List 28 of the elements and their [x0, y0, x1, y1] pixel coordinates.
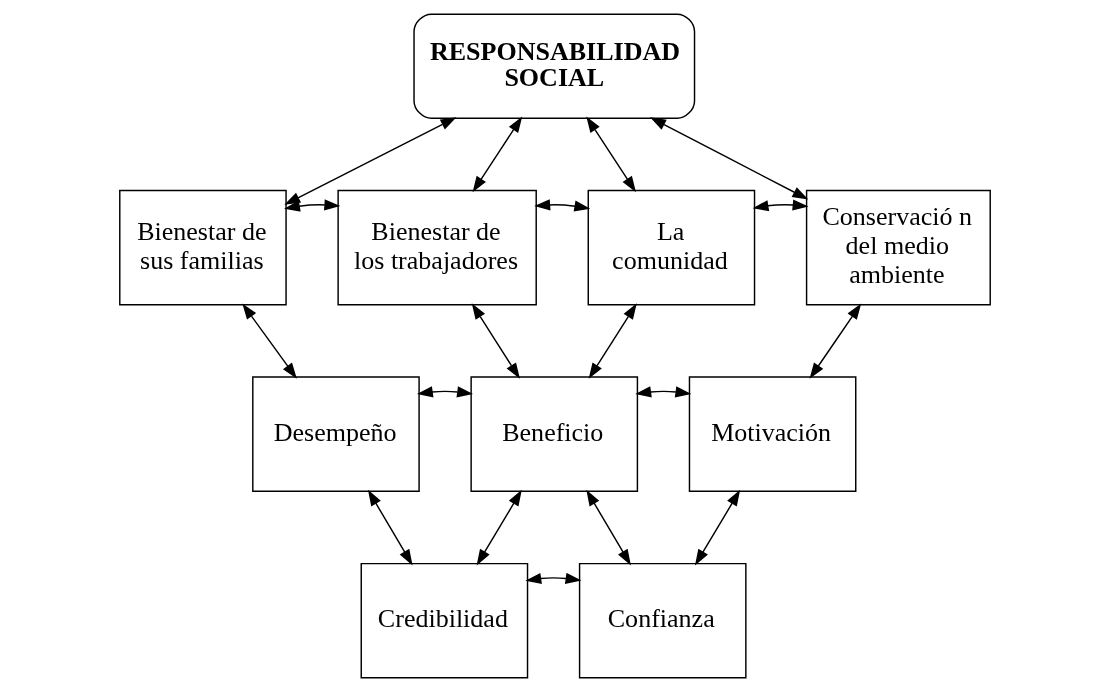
- node-box: Conservació n del medio ambiente: [805, 189, 991, 306]
- arrow: [634, 386, 691, 398]
- node-box: Confianza: [578, 562, 747, 679]
- arrow: [585, 489, 631, 566]
- arrow: [809, 303, 861, 379]
- arrow: [283, 199, 340, 212]
- arrow: [585, 116, 636, 193]
- arrow: [471, 303, 520, 379]
- arrow: [694, 489, 740, 566]
- node-box: Motivación: [688, 376, 856, 493]
- arrow: [367, 489, 413, 566]
- arrow: [476, 489, 522, 566]
- node-box: RESPONSABILIDAD SOCIAL: [412, 13, 695, 119]
- arrow: [533, 199, 590, 212]
- arrow: [416, 386, 473, 398]
- arrow: [588, 303, 637, 379]
- arrow: [752, 199, 809, 212]
- arrow: [283, 117, 456, 205]
- node-box: Bienestar de sus familias: [118, 189, 287, 306]
- arrow: [649, 117, 808, 200]
- arrow: [524, 572, 581, 584]
- node-box: Credibilidad: [360, 562, 528, 679]
- node-box: Bienestar de los trabajadores: [336, 189, 537, 306]
- arrow: [241, 303, 297, 379]
- node-box: Beneficio: [469, 376, 638, 493]
- node-box: La comunidad: [587, 189, 755, 306]
- arrow: [472, 116, 522, 193]
- node-box: Desempeño: [251, 376, 420, 493]
